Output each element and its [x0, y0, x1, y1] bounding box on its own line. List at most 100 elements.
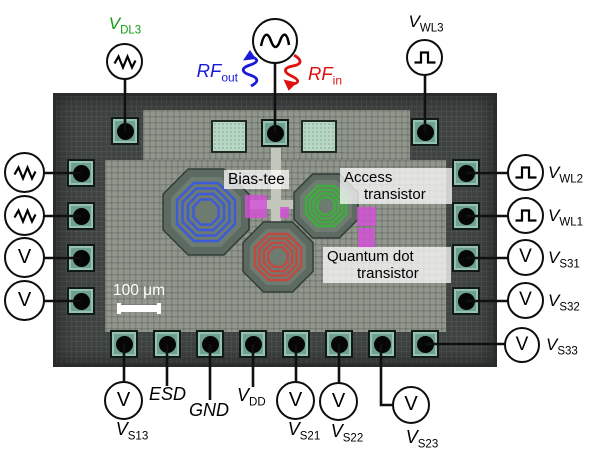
voltage-v-label: V	[288, 388, 303, 411]
left-ac-source-symbol-1	[4, 152, 45, 193]
bond-pad-left-2	[67, 202, 95, 230]
bond-pad-wl1	[452, 202, 480, 230]
sawtooth-wave-icon	[13, 207, 36, 224]
bond-pad-s21	[282, 330, 310, 358]
sawtooth-wave-icon	[113, 53, 136, 70]
bond-pad-esd	[153, 330, 181, 358]
rf-in-label: RFin	[308, 63, 343, 88]
access-line1: Access	[344, 169, 393, 186]
pad-opening	[72, 164, 90, 182]
qd-line2: transistor	[357, 265, 419, 282]
vs33-source-symbol: V	[504, 327, 540, 363]
left-voltage-source-symbol-1: V	[4, 237, 45, 278]
qd-line1: Quantum dot	[327, 248, 414, 265]
pad-opening	[330, 335, 348, 353]
bond-pad-rf	[261, 119, 289, 147]
bond-pad-s23	[368, 330, 396, 358]
mim-capacitor	[301, 120, 337, 153]
voltage-v-label: V	[404, 393, 418, 415]
pad-opening	[373, 335, 391, 353]
bias-tee-label: Bias-tee	[224, 170, 289, 189]
bond-pad-s33	[411, 330, 439, 358]
terminal-label-vs32: VS32	[548, 291, 580, 314]
rf-out-label: RFout	[196, 60, 238, 85]
left-voltage-source-symbol-2: V	[4, 280, 45, 321]
access-transistor-highlight	[357, 207, 376, 226]
vs21-source-symbol: V	[276, 381, 315, 420]
pad-opening	[72, 207, 90, 225]
terminal-label-vs33: VS33	[546, 335, 578, 358]
voltage-v-label: V	[116, 388, 131, 411]
vs13-source-symbol: V	[104, 381, 143, 420]
vdl3-source-symbol	[106, 43, 143, 80]
mim-capacitor	[211, 120, 247, 153]
rf-out-arrow-icon	[241, 50, 259, 88]
terminal-label-gnd: GND	[189, 400, 229, 420]
rf-in-arrow-icon	[283, 53, 302, 91]
terminal-label-vwl3: VWL3	[408, 12, 444, 35]
pad-opening	[72, 249, 90, 267]
pad-opening	[416, 123, 434, 141]
bond-pad-s32	[452, 287, 480, 315]
pad-opening	[158, 335, 176, 353]
pad-opening	[72, 292, 90, 310]
scale-bar-endcap	[117, 303, 121, 314]
bond-pad-wl2	[452, 159, 480, 187]
voltage-v-label: V	[17, 288, 32, 311]
terminal-label-vdl3: VDL3	[108, 14, 142, 37]
bias-line-vertical	[271, 148, 281, 232]
bond-pad-left-4	[67, 287, 95, 315]
pulse-icon	[515, 165, 536, 179]
terminal-label-vwl1: VWL1	[548, 206, 583, 229]
pad-opening	[287, 335, 305, 353]
terminal-label-vs23: VS23	[405, 427, 439, 451]
pad-opening	[457, 207, 475, 225]
scale-bar-label: 100 μm	[113, 282, 166, 299]
bond-pad-vdd	[239, 330, 267, 358]
terminal-label-vs21: VS21	[287, 419, 321, 443]
bias-tee-highlight	[245, 195, 267, 218]
vwl1-source-symbol	[507, 197, 544, 234]
vs23-source-symbol: V	[392, 386, 430, 424]
terminal-label-vs22: VS22	[330, 421, 364, 445]
vwl3-source-symbol	[406, 39, 443, 76]
bond-pad-s13	[110, 330, 138, 358]
voltage-v-label: V	[519, 246, 532, 267]
vs32-source-symbol: V	[507, 282, 544, 319]
terminal-label-vwl2: VWL2	[548, 163, 583, 186]
bias-tee-highlight-small	[280, 207, 289, 218]
bond-pad-wl3	[411, 118, 439, 146]
pad-opening	[457, 292, 475, 310]
sawtooth-wave-icon	[13, 164, 36, 181]
pad-opening	[115, 335, 133, 353]
terminal-label-vs13: VS13	[115, 419, 149, 443]
sine-wave-icon	[259, 33, 291, 49]
access-line2: transistor	[364, 186, 426, 203]
bond-pad-dl3	[111, 117, 139, 145]
vs31-source-symbol: V	[507, 239, 544, 276]
bond-pad-left-3	[67, 244, 95, 272]
left-ac-source-symbol-2	[4, 195, 45, 236]
pad-opening	[116, 122, 134, 140]
pad-opening	[244, 335, 262, 353]
bond-pad-s22	[325, 330, 353, 358]
voltage-v-label: V	[515, 333, 529, 355]
pad-opening	[266, 124, 284, 142]
scale-bar	[119, 305, 159, 312]
pad-opening	[416, 335, 434, 353]
pad-opening	[201, 335, 219, 353]
access-transistor-label: Access transistor	[340, 168, 452, 204]
bias-line-horizontal	[246, 200, 308, 209]
vs22-source-symbol: V	[319, 382, 358, 421]
voltage-v-label: V	[17, 245, 32, 268]
bond-pad-gnd	[196, 330, 224, 358]
terminal-label-vs31: VS31	[548, 248, 580, 271]
quantum-dot-transistor-highlight	[358, 228, 375, 248]
quantum-dot-transistor-label: Quantum dot transistor	[323, 247, 451, 283]
voltage-v-label: V	[519, 289, 532, 310]
bond-pad-s31	[452, 244, 480, 272]
vwl2-source-symbol	[507, 154, 544, 191]
pad-opening	[457, 249, 475, 267]
pad-opening	[457, 164, 475, 182]
